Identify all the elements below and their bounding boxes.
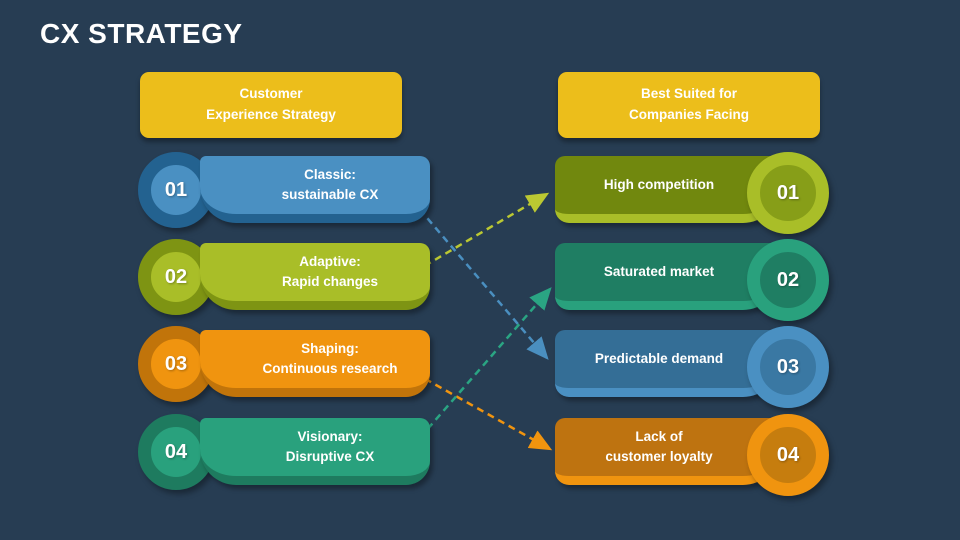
item-number: 03 [776, 355, 800, 378]
bar-label-line1: Visionary: [297, 429, 363, 445]
left-header-line1: Customer [239, 86, 303, 102]
strategy-bar: Visionary: Disruptive CX [200, 418, 430, 485]
strategy-bar: Adaptive: Rapid changes [200, 243, 430, 310]
bar-label-line1: Shaping: [301, 341, 359, 357]
suited-bar: High competition [555, 156, 779, 223]
suited-item-saturated-market: Saturated market 02 [555, 239, 845, 321]
number-badge: 04 [747, 414, 829, 496]
strategy-item-visionary: 04 Visionary: Disruptive CX [138, 414, 430, 496]
item-number: 04 [164, 440, 188, 463]
suited-item-high-competition: High competition 01 [555, 152, 845, 234]
right-header-line2: Companies Facing [628, 107, 750, 122]
left-column-header: Customer Experience Strategy [140, 72, 402, 138]
strategy-item-shaping: 03 Shaping: Continuous research [138, 326, 430, 408]
suited-bar: Lack of customer loyalty [555, 418, 779, 485]
bar-label-line2: Disruptive CX [285, 449, 375, 464]
right-column-header: Best Suited for Companies Facing [558, 72, 820, 138]
strategy-item-classic: 01 Classic: sustainable CX [138, 152, 430, 234]
bar-label-line1: Adaptive: [299, 254, 361, 270]
bar-label-line2: Rapid changes [281, 274, 379, 289]
bar-label-line2: sustainable CX [281, 187, 379, 202]
item-number: 01 [164, 178, 188, 201]
left-header-line2: Experience Strategy [206, 107, 336, 122]
bar-label-line1: Predictable demand [594, 351, 724, 367]
suited-bar: Predictable demand [555, 330, 779, 397]
bar-label-line1: High competition [603, 177, 715, 193]
strategy-bar: Shaping: Continuous research [200, 330, 430, 397]
right-header-line1: Best Suited for [640, 86, 737, 102]
number-badge: 01 [747, 152, 829, 234]
number-badge: 03 [747, 326, 829, 408]
bar-label-line2: customer loyalty [605, 449, 713, 464]
number-badge: 02 [747, 239, 829, 321]
suited-item-lack-of-loyalty: Lack of customer loyalty 04 [555, 414, 845, 496]
suited-item-predictable-demand: Predictable demand 03 [555, 326, 845, 408]
item-number: 03 [164, 352, 188, 375]
item-number: 01 [776, 181, 800, 204]
strategy-bar: Classic: sustainable CX [200, 156, 430, 223]
bar-label-line1: Classic: [304, 167, 356, 183]
item-number: 02 [776, 268, 800, 291]
item-number: 04 [776, 443, 800, 466]
slide-title: CX STRATEGY [40, 18, 243, 49]
connector-classic-to-predictable-demand [403, 190, 549, 360]
suited-bar: Saturated market [555, 243, 779, 310]
item-number: 02 [164, 265, 188, 288]
bar-label-line1: Saturated market [603, 264, 715, 280]
bar-label-line2: Continuous research [262, 361, 398, 376]
bar-label-line1: Lack of [635, 429, 683, 445]
strategy-item-adaptive: 02 Adaptive: Rapid changes [138, 239, 430, 321]
